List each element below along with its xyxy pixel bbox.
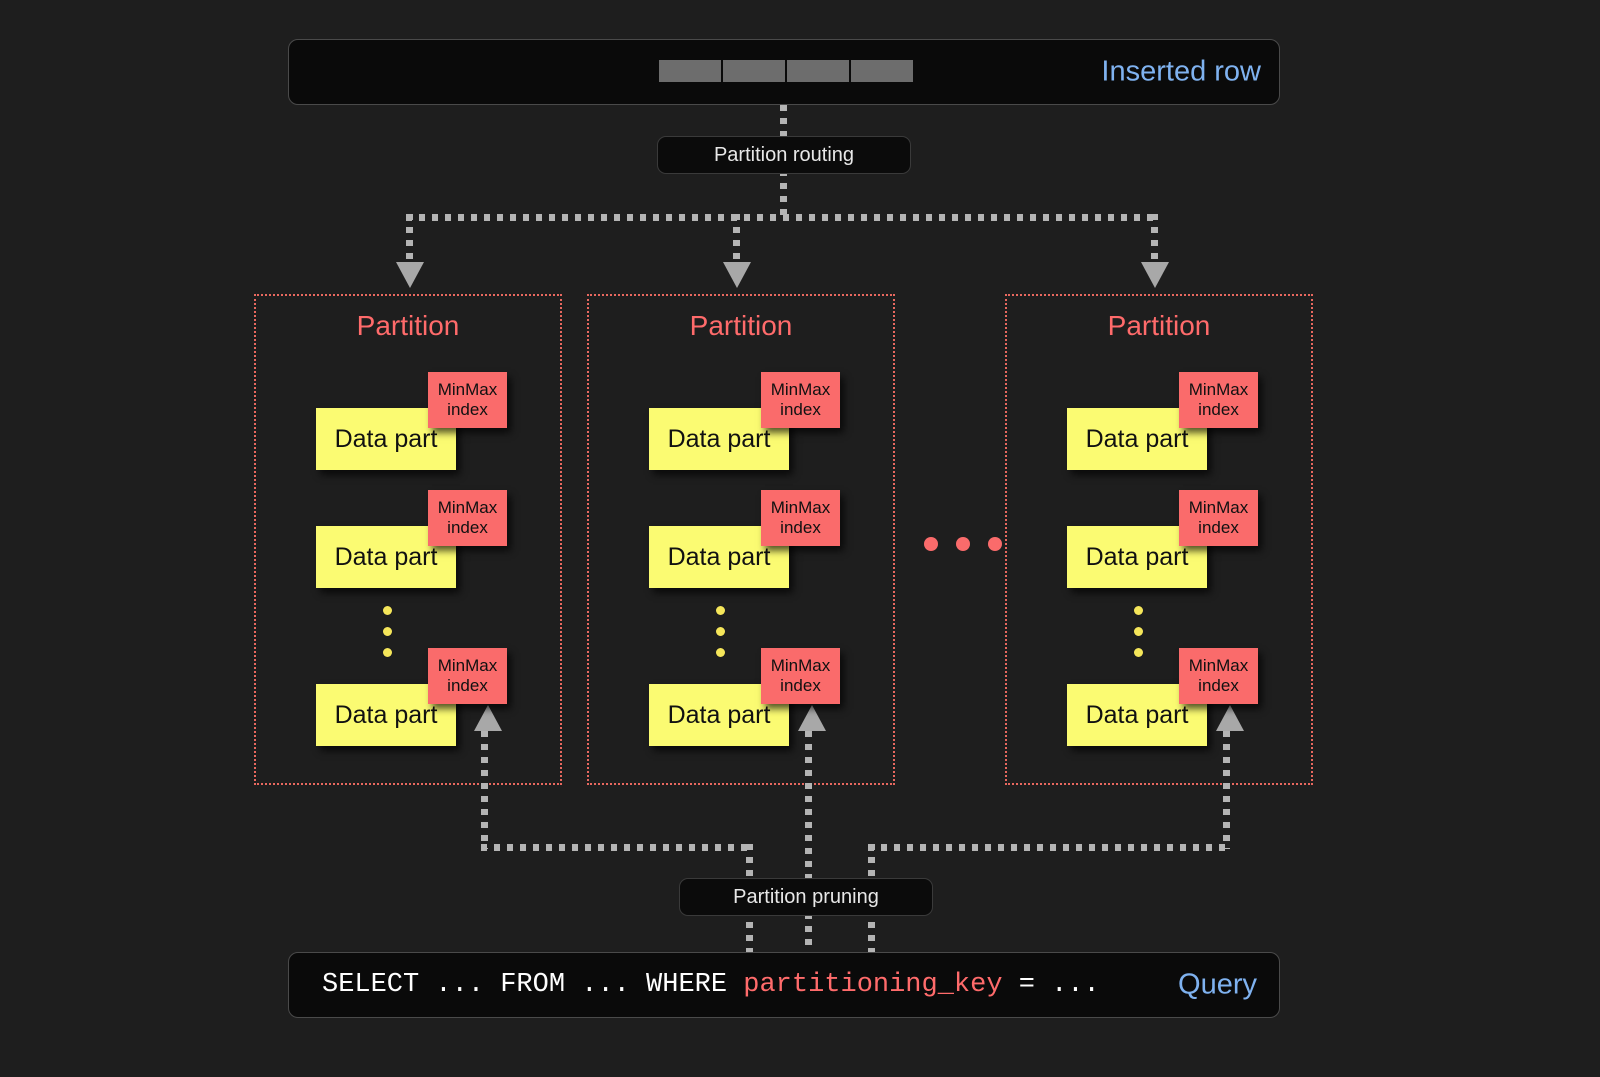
minmax-line-2: index bbox=[447, 400, 488, 419]
ellipsis-dot bbox=[716, 627, 725, 636]
routing-drop-3 bbox=[1151, 214, 1158, 266]
row-cell bbox=[787, 60, 849, 82]
query-text: SELECT ... FROM ... WHERE partitioning_k… bbox=[322, 970, 1100, 1000]
data-parts-ellipsis bbox=[383, 606, 392, 657]
row-cell bbox=[659, 60, 721, 82]
ellipsis-dot bbox=[383, 606, 392, 615]
routing-drop-1 bbox=[406, 214, 413, 266]
minmax-line-2: index bbox=[447, 676, 488, 695]
minmax-line-1: MinMax bbox=[1188, 380, 1249, 400]
partition-routing-label: Partition routing bbox=[657, 136, 911, 174]
minmax-line-1: MinMax bbox=[1188, 498, 1249, 518]
partition-title: Partition bbox=[589, 310, 893, 342]
routing-fanout-bus bbox=[406, 214, 1158, 221]
ellipsis-dot bbox=[1134, 606, 1143, 615]
pruning-riser-2 bbox=[805, 731, 812, 954]
ellipsis-dot bbox=[716, 648, 725, 657]
query-label: Query bbox=[1178, 968, 1257, 1001]
data-parts-ellipsis bbox=[1134, 606, 1143, 657]
minmax-line-1: MinMax bbox=[770, 656, 831, 676]
row-cell bbox=[851, 60, 913, 82]
pruning-riser-3 bbox=[1223, 731, 1230, 849]
data-part-block: Data part bbox=[1067, 408, 1207, 470]
partition-title-text: Partition bbox=[356, 310, 460, 341]
partition-title: Partition bbox=[256, 310, 560, 342]
pruning-riser-1 bbox=[481, 731, 488, 849]
query-partitioning-key: partitioning_key bbox=[743, 970, 1003, 1000]
pruning-bus-left bbox=[481, 844, 753, 851]
minmax-line-2: index bbox=[1198, 676, 1239, 695]
row-cell bbox=[723, 60, 785, 82]
partitions-ellipsis bbox=[924, 537, 1002, 551]
data-parts-ellipsis bbox=[716, 606, 725, 657]
minmax-line-2: index bbox=[1198, 400, 1239, 419]
minmax-line-1: MinMax bbox=[770, 498, 831, 518]
pruning-arrow-2 bbox=[798, 705, 826, 731]
query-bar: SELECT ... FROM ... WHERE partitioning_k… bbox=[288, 952, 1280, 1018]
partition-title: Partition bbox=[1007, 310, 1311, 342]
minmax-line-2: index bbox=[447, 518, 488, 537]
minmax-line-2: index bbox=[780, 400, 821, 419]
minmax-line-1: MinMax bbox=[437, 656, 498, 676]
query-prefix: SELECT ... FROM ... WHERE bbox=[322, 970, 744, 1000]
pruning-arrow-1 bbox=[474, 705, 502, 731]
partition-title-text: Partition bbox=[1107, 310, 1211, 341]
minmax-line-1: MinMax bbox=[437, 498, 498, 518]
pruning-bus-right bbox=[868, 844, 1230, 851]
query-suffix: = ... bbox=[1002, 970, 1100, 1000]
minmax-line-2: index bbox=[1198, 518, 1239, 537]
partition-pruning-label: Partition pruning bbox=[679, 878, 933, 916]
inserted-row-label: Inserted row bbox=[1101, 55, 1261, 88]
routing-arrow-1 bbox=[396, 262, 424, 288]
inserted-row-bar: Inserted row bbox=[288, 39, 1280, 105]
minmax-line-1: MinMax bbox=[1188, 656, 1249, 676]
pruning-arrow-3 bbox=[1216, 705, 1244, 731]
ellipsis-dot bbox=[1134, 627, 1143, 636]
partition-title-text: Partition bbox=[689, 310, 793, 341]
ellipsis-dot bbox=[924, 537, 938, 551]
routing-arrow-2 bbox=[723, 262, 751, 288]
ellipsis-dot bbox=[1134, 648, 1143, 657]
routing-drop-2 bbox=[733, 214, 740, 266]
inserted-row-cells bbox=[659, 60, 913, 82]
routing-arrow-3 bbox=[1141, 262, 1169, 288]
minmax-line-2: index bbox=[780, 518, 821, 537]
ellipsis-dot bbox=[383, 648, 392, 657]
ellipsis-dot bbox=[383, 627, 392, 636]
ellipsis-dot bbox=[988, 537, 1002, 551]
ellipsis-dot bbox=[956, 537, 970, 551]
ellipsis-dot bbox=[716, 606, 725, 615]
minmax-line-1: MinMax bbox=[770, 380, 831, 400]
minmax-line-1: MinMax bbox=[437, 380, 498, 400]
minmax-line-2: index bbox=[780, 676, 821, 695]
